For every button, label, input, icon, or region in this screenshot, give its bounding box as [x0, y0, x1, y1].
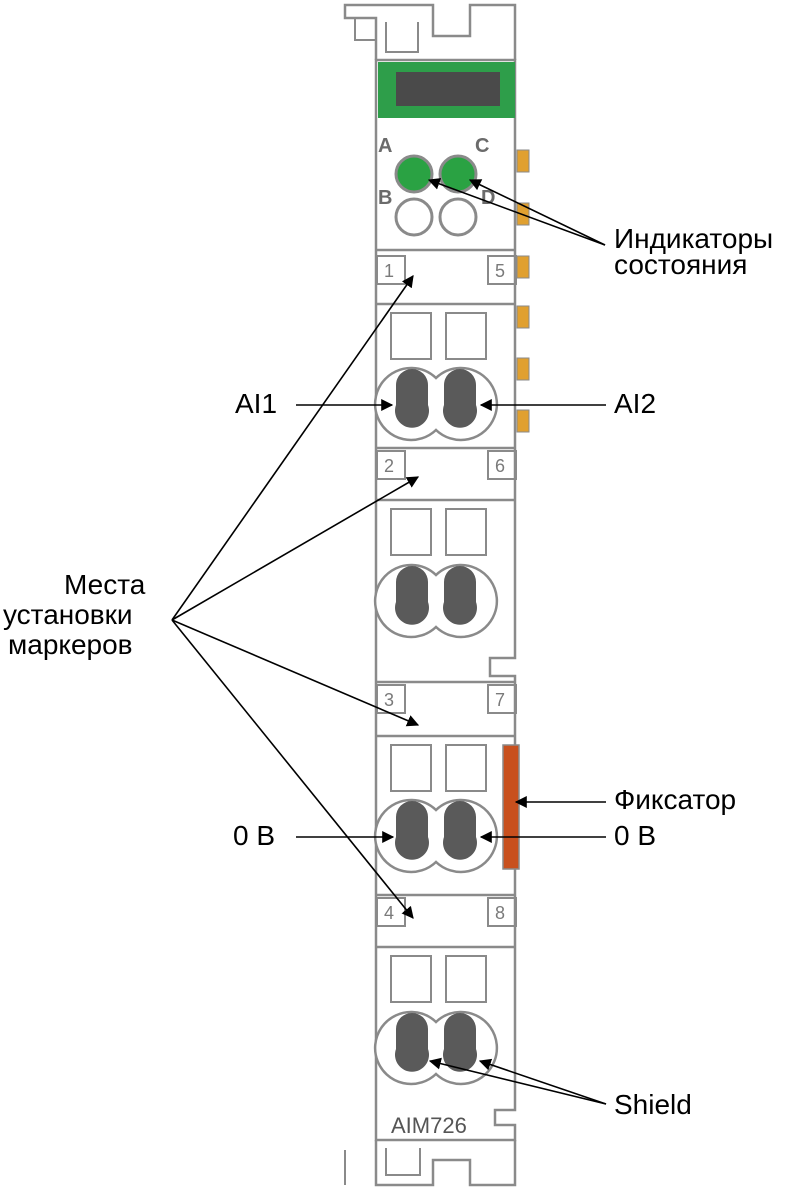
led-d-indicator: [438, 197, 478, 237]
led-label-c: C: [475, 135, 489, 157]
callout-zero-left: 0 В: [233, 820, 275, 851]
marker-number-5: 5: [495, 261, 505, 281]
side-contacts: [516, 149, 530, 433]
marker-number-3: 3: [384, 690, 394, 710]
led-c-indicator: [438, 154, 478, 194]
terminal-shield-left-screw: [395, 1013, 429, 1072]
leader-lines: [171, 178, 607, 1105]
module-body: [374, 58, 517, 1142]
terminal-block-4: 4 8: [373, 893, 517, 1086]
marker-number-2: 2: [384, 456, 394, 476]
model-name: AIM726: [391, 1113, 467, 1138]
led-label-b: B: [378, 187, 392, 209]
marker-number-6: 6: [495, 456, 505, 476]
display-window: [378, 62, 515, 118]
callout-zero-right: 0 В: [614, 820, 656, 851]
marker-number-7: 7: [495, 690, 505, 710]
callout-latch: Фиксатор: [614, 784, 736, 815]
led-label-a: A: [378, 135, 392, 157]
led-b-indicator: [394, 197, 434, 237]
top-rail-clip: [343, 3, 517, 60]
callout-status-leds-line2: состояния: [614, 249, 747, 280]
led-panel: A B C D: [378, 135, 495, 237]
terminal-ai1-screw: [394, 369, 429, 428]
terminal-0v-right-screw: [443, 801, 477, 860]
terminal-ai2-screw: [443, 369, 478, 428]
callout-markers-line2: установки: [3, 599, 133, 630]
marker-number-1: 1: [384, 261, 394, 281]
terminal-block-2: 2 6: [373, 446, 517, 639]
callout-markers-line1: Места: [64, 569, 146, 600]
callout-status-leds-line1: Индикаторы: [614, 223, 773, 254]
led-a-indicator: [394, 154, 434, 194]
terminal-block-3: 3 7: [373, 680, 520, 874]
callout-shield: Shield: [614, 1089, 692, 1120]
terminal-block-1: 1 5: [373, 248, 517, 442]
callout-markers-line3: маркеров: [8, 629, 133, 660]
callout-ai2: AI2: [614, 388, 656, 419]
marker-number-4: 4: [384, 903, 394, 923]
marker-number-8: 8: [495, 903, 505, 923]
callout-ai1: AI1: [235, 388, 277, 419]
bottom-rail-clip: [344, 1140, 517, 1187]
terminal-0v-left-screw: [395, 801, 429, 860]
display-screen: [396, 72, 500, 106]
terminal-shield-right-screw: [443, 1013, 477, 1072]
latch-bar: [502, 744, 520, 870]
led-label-d: D: [481, 187, 495, 209]
